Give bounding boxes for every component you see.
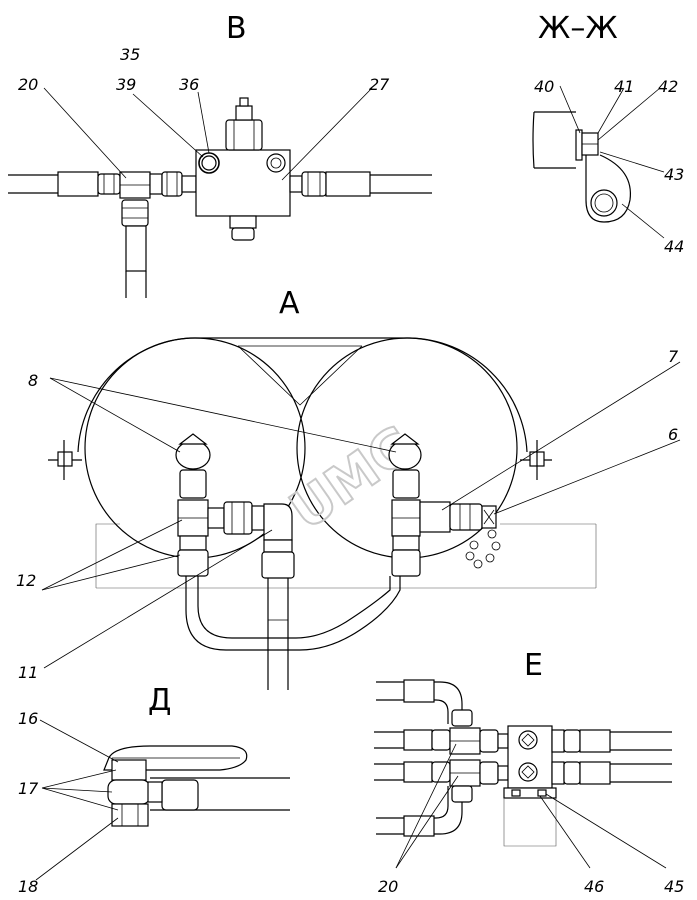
view-d: Д 16 17 18 (18, 683, 290, 896)
callout-46: 46 (584, 877, 604, 896)
callout-27: 27 (369, 75, 390, 94)
callout-7: 7 (668, 347, 679, 366)
callout-20: 20 (18, 75, 38, 94)
callout-36: 36 (179, 75, 199, 94)
callout-45: 45 (664, 877, 684, 896)
callout-16: 16 (18, 709, 38, 728)
callout-12: 12 (16, 571, 36, 590)
callout-11: 11 (18, 663, 38, 682)
callout-8: 8 (28, 371, 38, 390)
callout-6: 6 (668, 425, 678, 444)
view-e: Е (374, 648, 684, 896)
callout-39: 39 (116, 75, 136, 94)
view-b-title: В (226, 11, 247, 46)
view-e-title: Е (524, 648, 543, 683)
view-b: В (8, 11, 432, 298)
callout-41: 41 (614, 77, 634, 96)
view-zh-title: Ж–Ж (538, 11, 618, 46)
callout-40: 40 (534, 77, 554, 96)
callout-17: 17 (18, 779, 39, 798)
view-a-title: А (279, 286, 300, 321)
callout-18: 18 (18, 877, 38, 896)
callout-35: 35 (120, 45, 140, 64)
callout-42: 42 (658, 77, 678, 96)
callout-20-e: 20 (378, 877, 398, 896)
callout-44: 44 (664, 237, 684, 256)
view-d-title: Д (148, 683, 171, 718)
callout-43: 43 (664, 165, 684, 184)
view-zh: Ж–Ж 40 41 42 43 44 (532, 11, 684, 256)
view-a: А UMG (16, 286, 681, 690)
